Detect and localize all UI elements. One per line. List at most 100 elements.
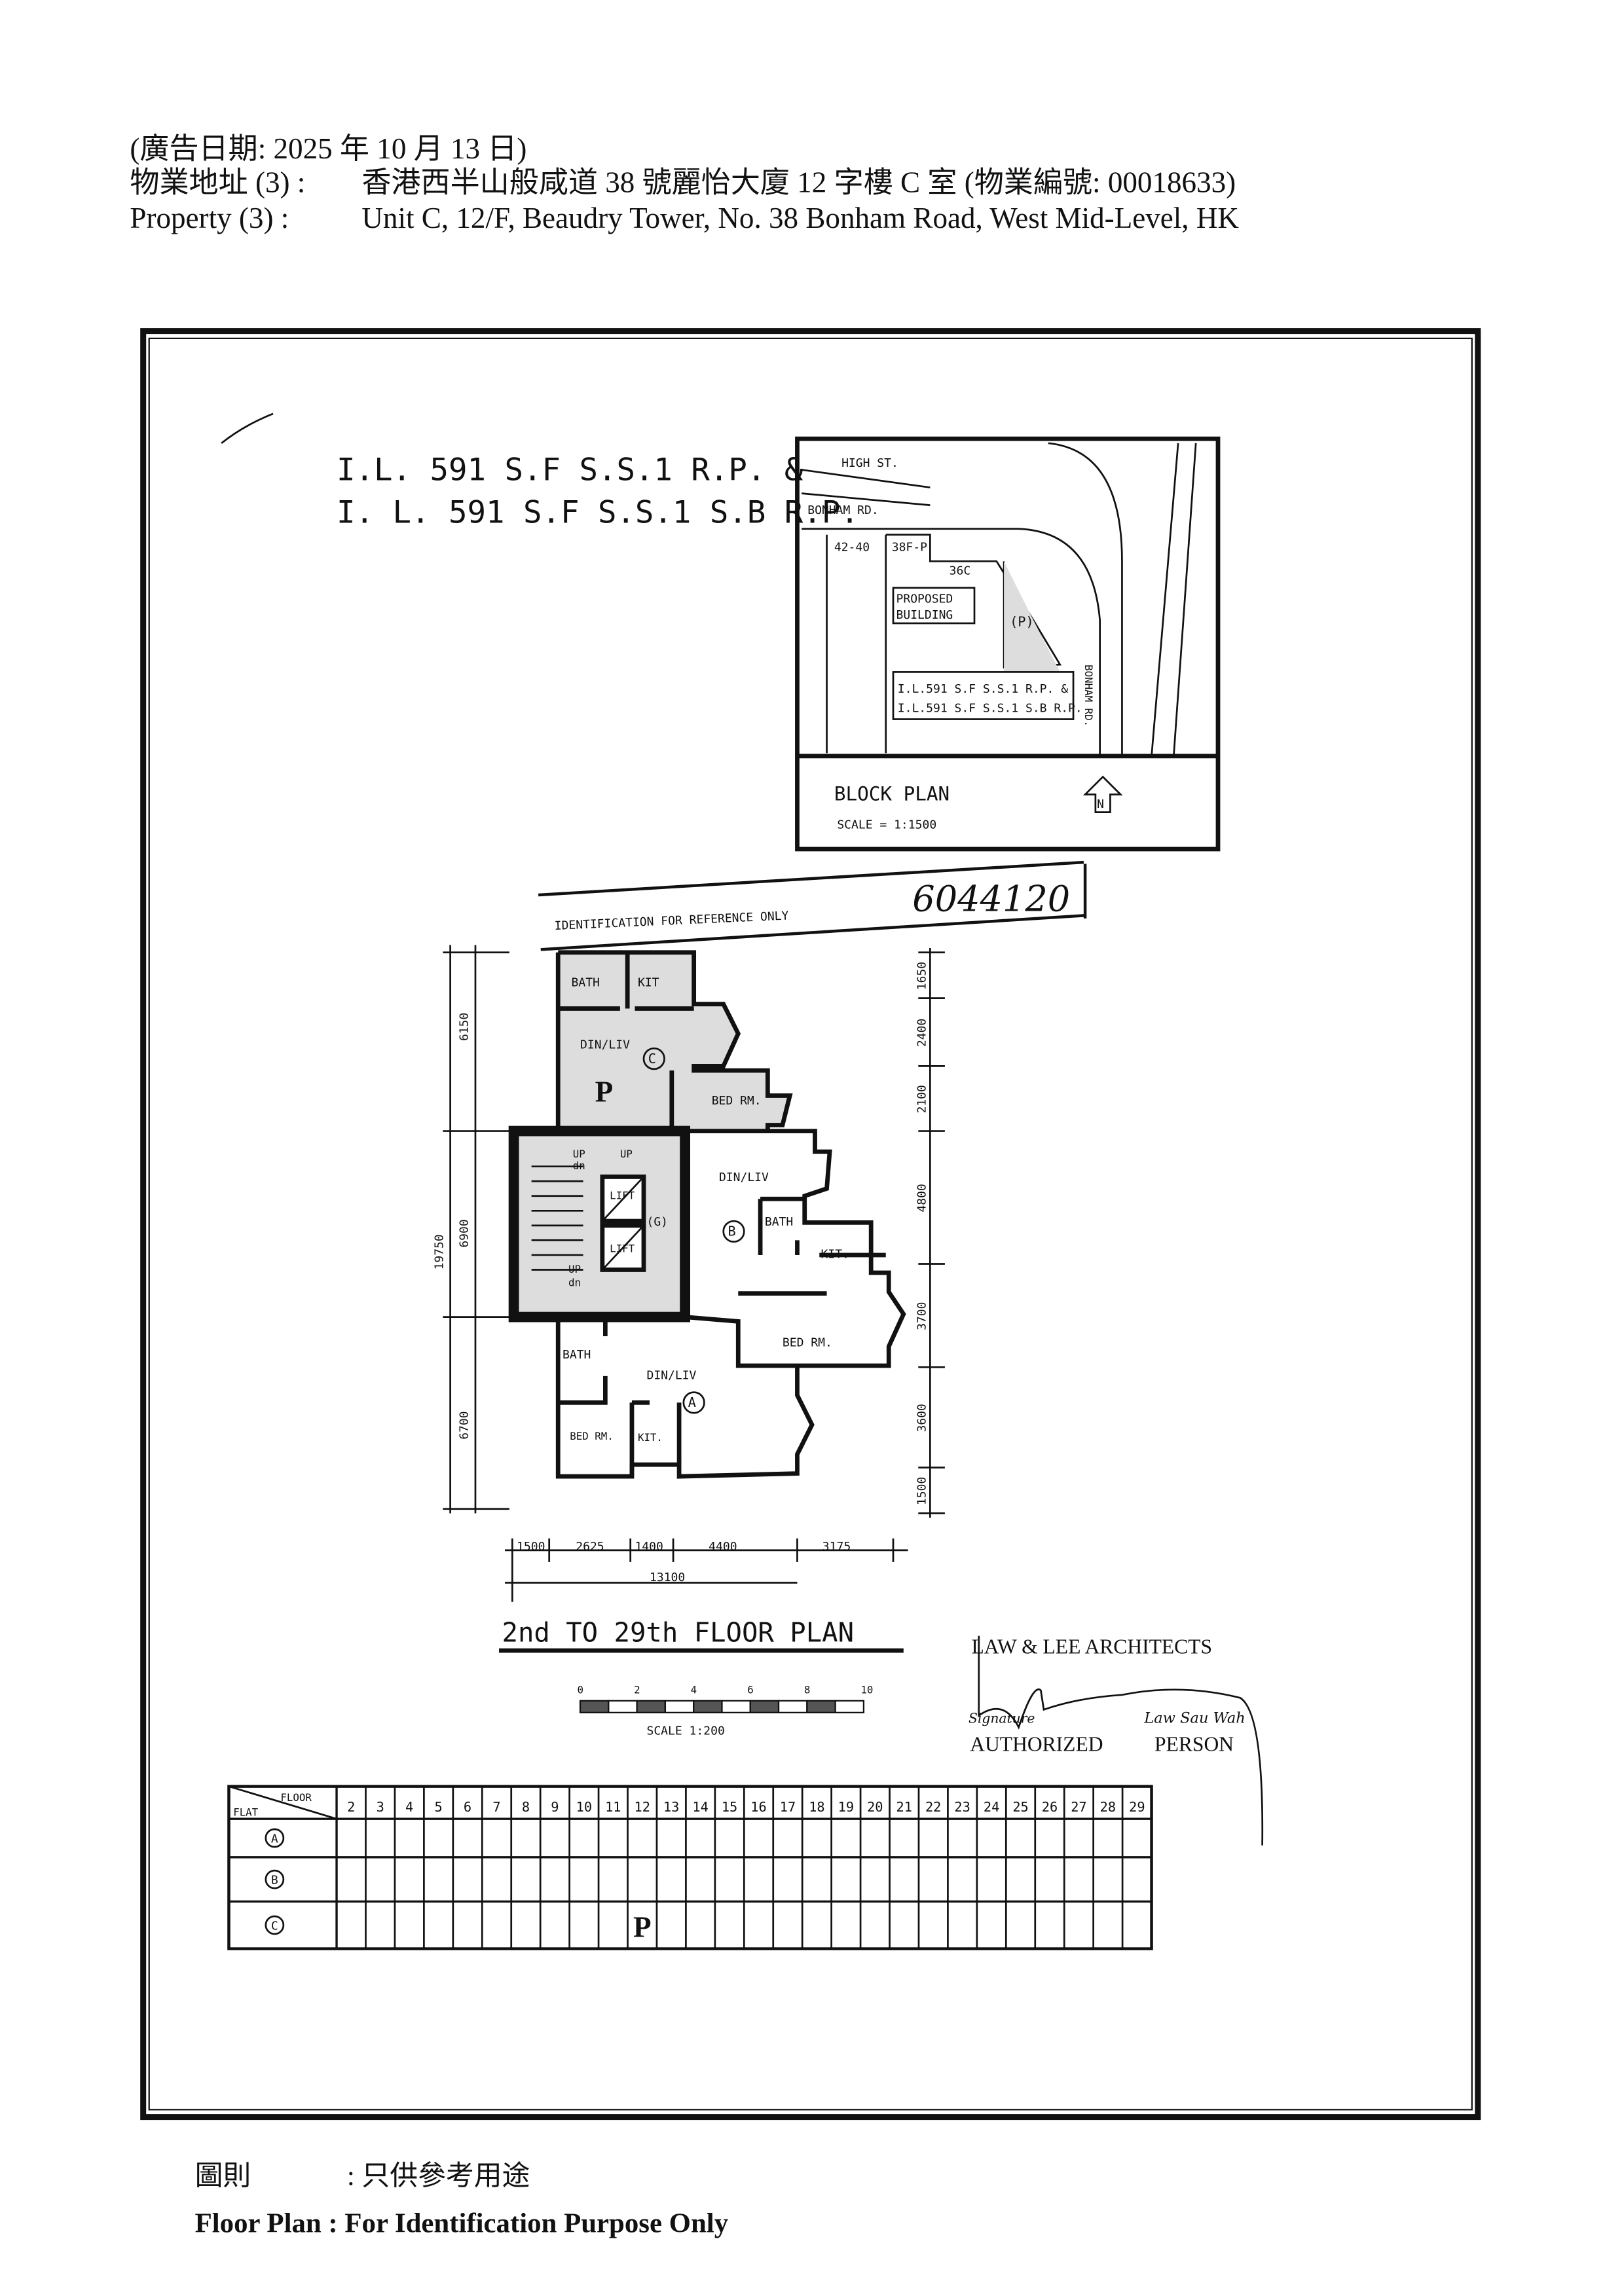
scale-segment (693, 1700, 723, 1713)
lot-38f-p: 38F-P (892, 541, 927, 555)
bottom-dim-4: 4400 (709, 1540, 737, 1554)
table-floor-header: 22 (925, 1799, 941, 1815)
flat-circle (265, 1828, 285, 1848)
scale-segment (636, 1700, 667, 1713)
room-a-bed: BED RM. (570, 1430, 613, 1442)
table-mark: P (633, 1911, 652, 1944)
table-floor-header: 6 (464, 1799, 471, 1815)
lot-42-40: 42-40 (834, 541, 870, 555)
unit-b-circle (722, 1220, 745, 1243)
table-floor-header: 8 (522, 1799, 530, 1815)
table-floor-header: 18 (809, 1799, 824, 1815)
table-flat-label: C (271, 1919, 278, 1933)
room-b-bed: BED RM. (783, 1336, 832, 1350)
footer-en-text: Floor Plan : For Identification Purpose … (195, 2208, 729, 2238)
scale-tick-label: 0 (578, 1684, 584, 1696)
bottom-dim-2: 2625 (576, 1540, 604, 1554)
right-dim: 1500 (915, 1477, 929, 1505)
scale-segment (806, 1700, 836, 1713)
ad-date: (廣告日期: 2025 年 10 月 13 日) (130, 132, 526, 165)
person-label: PERSON (1154, 1732, 1234, 1755)
scale-label: SCALE 1:200 (646, 1724, 724, 1738)
table-floor-header: 19 (838, 1799, 854, 1815)
table-floor-header: 24 (984, 1799, 999, 1815)
block-plan-scale: SCALE = 1:1500 (837, 818, 936, 831)
handwritten-number: 6044120 (912, 879, 1070, 920)
left-dim-total: 19750 (432, 1234, 446, 1269)
room-a-unit: A (688, 1394, 696, 1410)
bottom-dim-3: 1400 (635, 1540, 663, 1554)
scale-tick-label: 10 (860, 1684, 873, 1696)
signatory-name: Law Sau Wah (1143, 1710, 1246, 1727)
table-floor-header: 25 (1012, 1799, 1028, 1815)
table-floor-header: 21 (896, 1799, 912, 1815)
scale-tick-label: 8 (804, 1684, 810, 1696)
high-st-label: HIGH ST. (841, 456, 898, 470)
table-floor-header: 2 (347, 1799, 355, 1815)
authorized-label: AUTHORIZED (970, 1732, 1103, 1755)
north-arrow-icon (1082, 775, 1123, 813)
stamp-text: IDENTIFICATION FOR REFERENCE ONLY (554, 909, 789, 933)
signature-stroke (978, 1635, 1264, 1846)
lot-box-line-2: I.L.591 S.F S.S.1 S.B R.P. (898, 701, 1082, 715)
bottom-dim-1: 1500 (517, 1540, 545, 1554)
table-corner-flat: FLAT (233, 1806, 258, 1819)
right-dim: 2400 (915, 1019, 929, 1047)
scale-segment (664, 1700, 695, 1713)
drawing-frame-inner (148, 337, 1473, 2111)
room-b-bath: BATH (765, 1215, 793, 1229)
scale-segment (834, 1700, 865, 1713)
lift-2: LIFT (610, 1242, 635, 1254)
table-floor-header: 10 (576, 1799, 592, 1815)
bottom-dim-total: 13100 (650, 1571, 685, 1584)
scale-segment (608, 1700, 638, 1713)
footer-zh-label: 圖則 (195, 2160, 251, 2191)
drawing-frame (140, 328, 1481, 2121)
flat-circle (265, 1869, 285, 1889)
block-plan: HIGH ST. BONHAM RD. 42-40 38F-P 36C PROP… (795, 436, 1221, 852)
p-mark: P (595, 1075, 614, 1108)
architect-firm: LAW & LEE ARCHITECTS (971, 1635, 1212, 1658)
unit-a-circle (682, 1391, 705, 1414)
lift-1: LIFT (610, 1189, 635, 1201)
room-a-dinliv: DIN/LIV (646, 1368, 696, 1382)
signature-block: LAW & LEE ARCHITECTS Signature Law Sau W… (969, 1635, 1264, 1846)
table-floor-header: 3 (377, 1799, 384, 1815)
table-corner-floor: FLOOR (280, 1791, 312, 1804)
table-floor-header: 20 (867, 1799, 883, 1815)
left-dim-3: 6700 (458, 1411, 471, 1439)
table-floor-header: 14 (692, 1799, 708, 1815)
table-floor-header: 13 (663, 1799, 679, 1815)
floor-plan-title: 2nd TO 29th FLOOR PLAN (502, 1617, 854, 1649)
lot-36c: 36C (950, 564, 971, 578)
table-floor-header: 9 (551, 1799, 559, 1815)
table-flat-label: A (271, 1832, 278, 1846)
lobby-g: (G) (646, 1215, 668, 1229)
right-dim: 1650 (915, 962, 929, 990)
room-a-bath: BATH (563, 1348, 591, 1362)
left-dim-1: 6150 (458, 1013, 471, 1041)
room-c-unit: C (648, 1051, 656, 1066)
table-floor-header: 15 (722, 1799, 737, 1815)
room-b-dinliv: DIN/LIV (719, 1171, 769, 1184)
proposed-building-label-1: PROPOSED (896, 592, 953, 606)
floor-plan: BATH KIT DIN/LIV C P BED RM. DIN/LIV B B… (432, 945, 945, 1738)
bonham-rd-label: BONHAM RD. (807, 503, 878, 517)
table-floor-header: 7 (492, 1799, 500, 1815)
table-floor-header: 28 (1100, 1799, 1116, 1815)
left-dim-2: 6900 (458, 1219, 471, 1247)
signature-label: Signature (969, 1711, 1035, 1726)
bottom-dim-5: 3175 (822, 1540, 851, 1554)
table-flat-label: B (271, 1873, 278, 1887)
table-floor-header: 4 (405, 1799, 413, 1815)
scale-segment (777, 1700, 808, 1713)
table-floor-header: 5 (434, 1799, 442, 1815)
table-floor-header: 16 (750, 1799, 766, 1815)
right-dim: 3700 (915, 1302, 929, 1330)
table-floor-header: 29 (1129, 1799, 1145, 1815)
room-a-kit: KIT. (638, 1431, 663, 1444)
stair-dn-1: dn (573, 1159, 585, 1172)
table-floor-header: 17 (780, 1799, 796, 1815)
